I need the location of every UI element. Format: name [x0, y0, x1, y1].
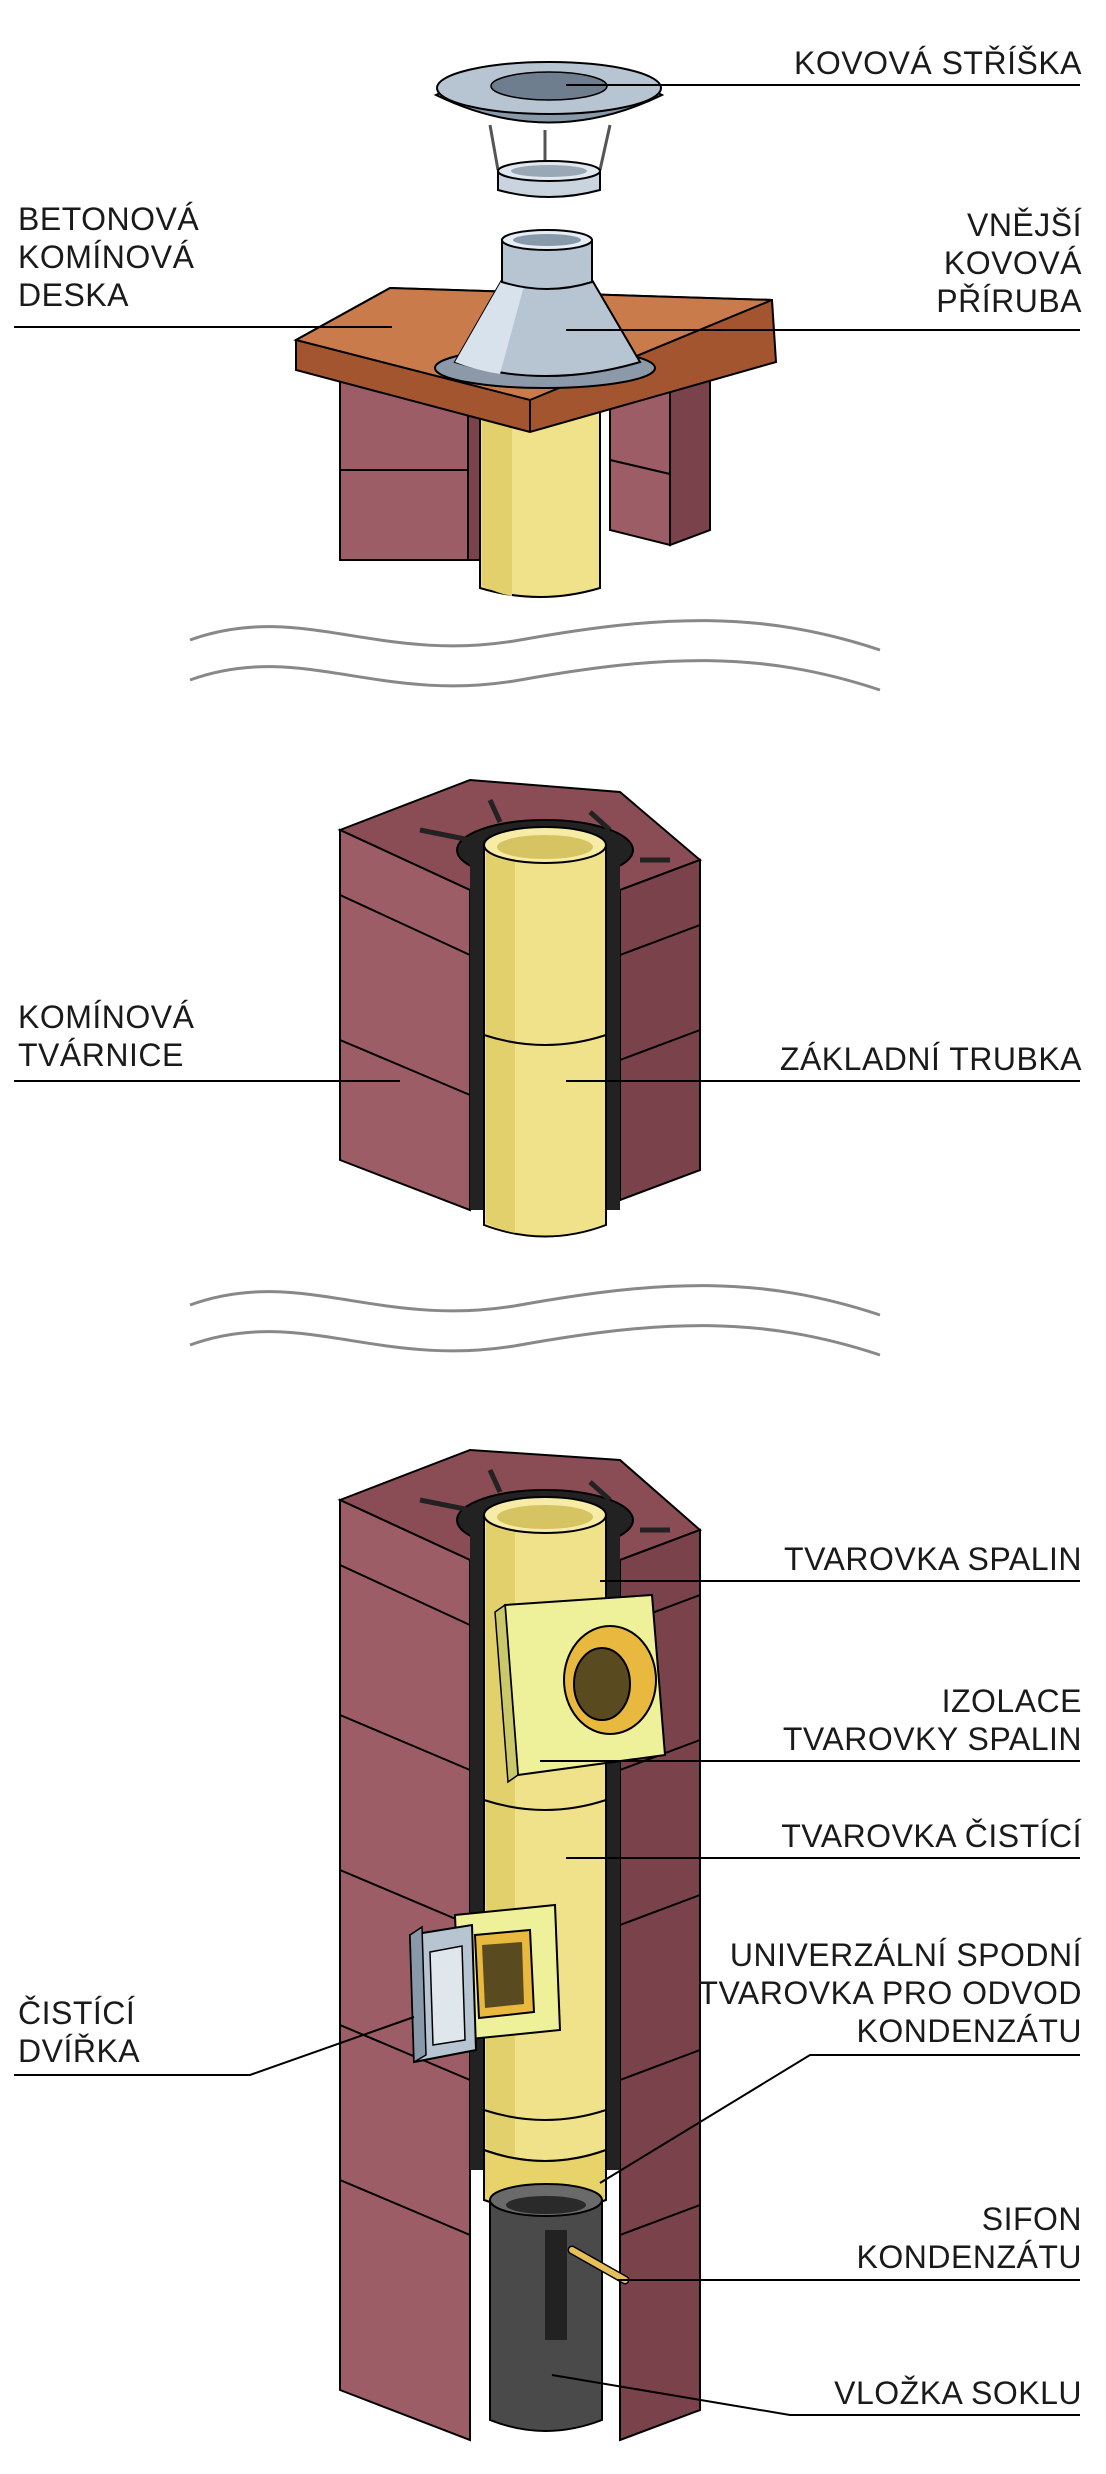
- chimney-block-left: [339, 828, 471, 1212]
- leader-univerzalni-tvarovka: [599, 2054, 1080, 2184]
- chimney-block-right: [619, 858, 701, 1202]
- bottom-section: [337, 1448, 702, 2442]
- label-line: TVAROVKA SPALIN: [784, 1541, 1082, 1577]
- flue-gas-fitting: [563, 1625, 657, 1735]
- label-line: KONDENZÁTU: [856, 2013, 1082, 2049]
- label-line: ČISTÍCÍ: [18, 1995, 136, 2031]
- leader-lines: [14, 84, 1080, 2416]
- label-kominova-tvarnice: KOMÍNOVÁ TVÁRNICE: [18, 998, 194, 1074]
- leader-vlozka-soklu: [551, 2374, 1080, 2416]
- label-cistici-dvirka: ČISTÍCÍ DVÍŘKA: [18, 1994, 140, 2070]
- base-pipe: [483, 826, 607, 1238]
- top-brick-blocks: [339, 376, 711, 561]
- label-line: VNĚJŠÍ: [966, 207, 1082, 243]
- top-section: [293, 61, 778, 598]
- break-lines-2: [189, 1284, 881, 1357]
- label-line: DESKA: [18, 277, 129, 313]
- break-lines-1: [189, 619, 881, 692]
- label-izolace-tvarovky: IZOLACE TVAROVKY SPALIN: [783, 1682, 1082, 1758]
- label-vlozka-soklu: VLOŽKA SOKLU: [834, 2374, 1082, 2412]
- label-line: PŘÍRUBA: [936, 283, 1082, 319]
- bottom-block-left: [339, 1498, 471, 2442]
- label-line: SIFON: [981, 2201, 1082, 2237]
- label-zakladni-trubka: ZÁKLADNÍ TRUBKA: [780, 1040, 1082, 1078]
- label-line: KONDENZÁTU: [856, 2239, 1082, 2275]
- label-line: IZOLACE: [941, 1683, 1082, 1719]
- top-flue-pipe: [479, 399, 601, 598]
- label-tvarovka-cistici: TVAROVKA ČISTÍCÍ: [781, 1817, 1082, 1855]
- leader-cistici-dvirka: [14, 2016, 415, 2076]
- label-line: TVAROVKY SPALIN: [782, 1721, 1082, 1757]
- label-line: DVÍŘKA: [18, 2033, 141, 2069]
- label-line: TVAROVKA PRO ODVOD: [698, 1975, 1082, 2011]
- label-line: VLOŽKA SOKLU: [834, 2375, 1082, 2411]
- label-line: TVAROVKA ČISTÍCÍ: [781, 1818, 1082, 1854]
- label-kovova-striska: KOVOVÁ STŘÍŠKA: [794, 44, 1082, 82]
- bottom-flue-pipe: [483, 1496, 607, 2162]
- label-line: KOMÍNOVÁ: [18, 999, 195, 1035]
- label-vnejsi-priruba: VNĚJŠÍ KOVOVÁ PŘÍRUBA: [936, 206, 1082, 320]
- cleaning-door: [408, 1923, 478, 2064]
- label-line: TVÁRNICE: [18, 1037, 184, 1073]
- outer-metal-flange: [434, 229, 656, 389]
- middle-section: [337, 778, 702, 1238]
- condensate-siphon: [567, 2245, 630, 2285]
- label-line: KOMÍNOVÁ: [18, 239, 195, 275]
- metal-rain-cap: [433, 61, 665, 198]
- label-sifon: SIFON KONDENZÁTU: [857, 2200, 1082, 2276]
- cleaning-fitting: [453, 1903, 562, 2042]
- label-tvarovka-spalin: TVAROVKA SPALIN: [784, 1540, 1082, 1578]
- base-insert: [489, 2183, 603, 2432]
- label-line: BETONOVÁ: [18, 201, 200, 237]
- label-univerzalni-tvarovka: UNIVERZÁLNÍ SPODNÍ TVAROVKA PRO ODVOD KO…: [698, 1936, 1082, 2050]
- label-betonova-deska: BETONOVÁ KOMÍNOVÁ DESKA: [18, 200, 199, 314]
- label-line: ZÁKLADNÍ TRUBKA: [779, 1041, 1082, 1077]
- label-line: UNIVERZÁLNÍ SPODNÍ: [729, 1937, 1082, 1973]
- label-line: KOVOVÁ STŘÍŠKA: [794, 45, 1082, 81]
- label-line: KOVOVÁ: [943, 245, 1082, 281]
